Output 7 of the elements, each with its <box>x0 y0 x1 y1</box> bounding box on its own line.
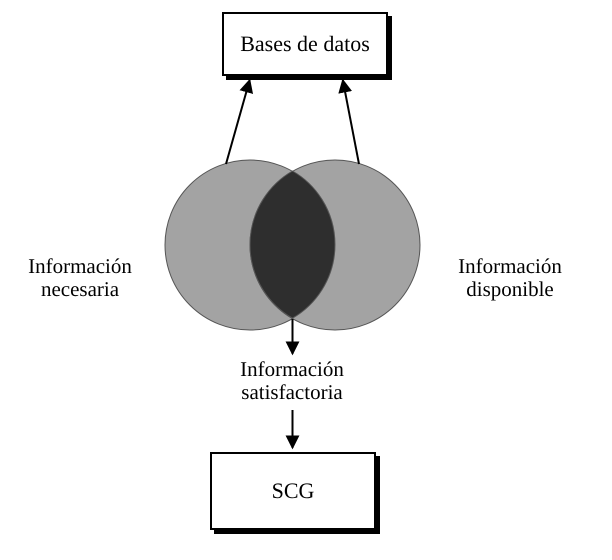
arrow <box>225 78 254 164</box>
circle-label: Información necesaria <box>27 255 133 302</box>
arrow <box>286 410 300 450</box>
circle-label: Información disponible <box>457 255 563 302</box>
text-label: Información satisfactoria <box>192 358 392 408</box>
arrow <box>338 78 360 164</box>
arrow <box>286 319 300 356</box>
